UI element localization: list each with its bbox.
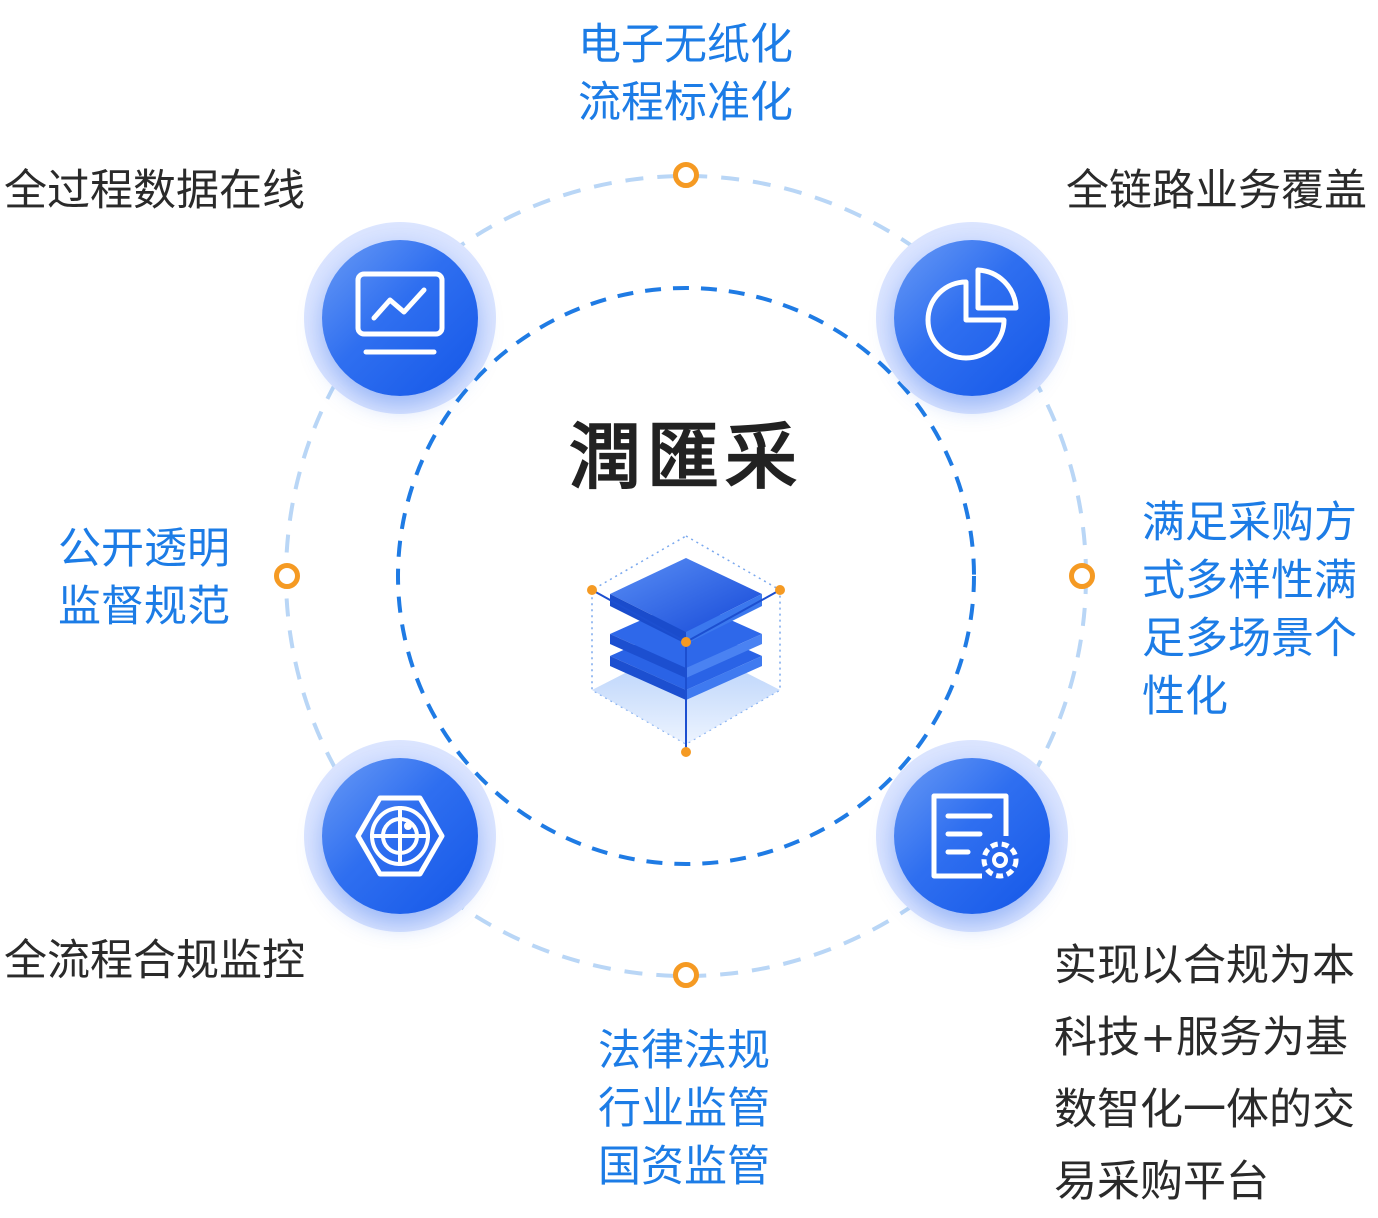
node-right — [1069, 563, 1095, 589]
document-gear-circle — [876, 740, 1068, 932]
node-top — [673, 162, 699, 188]
radar-target-icon — [355, 795, 445, 877]
pie-chart-icon — [925, 267, 1019, 361]
node-left — [274, 563, 300, 589]
label-right: 满足采购方 式多样性满 足多场景个 性化 — [1142, 498, 1357, 722]
label-top: 电子无纸化 流程标准化 — [578, 20, 793, 128]
label-top-left: 全过程数据在线 — [4, 166, 305, 216]
radar-target-circle — [304, 740, 496, 932]
center-title: 潤匯采 — [568, 415, 803, 499]
layers-cube-icon — [587, 535, 785, 757]
label-bottom: 法律法规 行业监管 国资监管 — [598, 1026, 770, 1192]
node-bottom — [673, 962, 699, 988]
label-bottom-left: 全流程合规监控 — [4, 936, 305, 986]
monitor-chart-icon — [355, 271, 445, 355]
monitor-chart-circle — [304, 222, 496, 414]
document-gear-icon — [931, 793, 1019, 879]
label-bottom-right: 实现以合规为本 科技+服务为基 数智化一体的交 易采购平台 — [1054, 941, 1355, 1207]
pie-chart-circle — [876, 222, 1068, 414]
label-top-right: 全链路业务覆盖 — [1066, 166, 1367, 216]
label-left: 公开透明 监督规范 — [58, 524, 230, 632]
